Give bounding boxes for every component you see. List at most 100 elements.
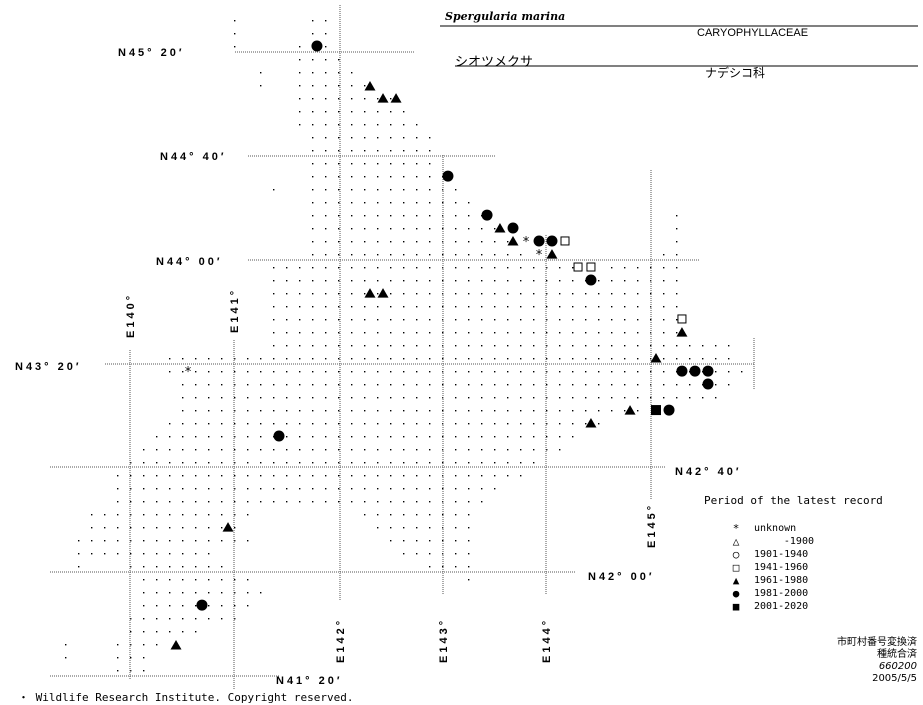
grid-dot [299,280,301,282]
grid-dot [715,384,717,386]
grid-dot [455,267,457,269]
lon-label-141: E141° [229,288,241,333]
grid-dot [156,605,158,607]
grid-dot [312,137,314,139]
grid-dot [364,358,366,360]
grid-dot [377,384,379,386]
grid-dot [377,449,379,451]
grid-dot [546,384,548,386]
grid-dot [208,540,210,542]
grid-dot [338,384,340,386]
grid-dot [520,358,522,360]
record-marker-1941-1960 [560,236,570,246]
record-marker-1981-2000 [481,209,493,221]
grid-dot [676,254,678,256]
grid-dot [494,436,496,438]
filled-triangle-icon: ▲ [732,574,740,587]
grid-dot [598,423,600,425]
grid-dot [299,111,301,113]
grid-dot [325,475,327,477]
grid-dot [156,631,158,633]
japanese-name: シオツメクサ [455,55,534,70]
grid-dot [507,254,509,256]
grid-dot [338,319,340,321]
grid-dot [455,462,457,464]
grid-dot [598,410,600,412]
grid-dot [247,397,249,399]
record-marker-1961-1980 [494,223,506,233]
grid-dot [195,423,197,425]
grid-dot [429,501,431,503]
grid-dot [234,397,236,399]
grid-dot [403,397,405,399]
grid-dot [312,72,314,74]
grid-dot [377,501,379,503]
grid-dot [468,514,470,516]
grid-dot [325,150,327,152]
grid-dot [273,384,275,386]
grid-dot [221,566,223,568]
grid-dot [598,293,600,295]
grid-dot [585,371,587,373]
grid-dot [663,267,665,269]
grid-dot [468,436,470,438]
grid-dot [559,436,561,438]
grid-dot [611,345,613,347]
grid-dot [156,566,158,568]
grid-dot [611,306,613,308]
grid-dot [585,306,587,308]
grid-dot [676,332,678,334]
grid-dot [221,514,223,516]
grid-dot [611,410,613,412]
grid-dot [455,397,457,399]
grid-dot [403,514,405,516]
grid-dot [403,150,405,152]
grid-dot [260,423,262,425]
grid-dot [390,280,392,282]
grid-dot [247,501,249,503]
grid-dot [481,280,483,282]
grid-dot [260,462,262,464]
grid-dot [273,462,275,464]
record-marker-1961-1980 [624,405,636,415]
grid-dot [429,189,431,191]
grid-dot [234,358,236,360]
grid-dot [364,202,366,204]
grid-dot [117,540,119,542]
grid-dot [546,371,548,373]
grid-dot [312,33,314,35]
grid-dot [520,267,522,269]
grid-dot [91,527,93,529]
grid-dot [234,423,236,425]
legend-item: ■2001-2020 [730,600,814,613]
grid-dot [312,254,314,256]
grid-dot [377,150,379,152]
grid-dot [325,202,327,204]
grid-dot [533,397,535,399]
grid-dot [481,267,483,269]
grid-dot [416,384,418,386]
grid-dot [260,371,262,373]
grid-dot [429,345,431,347]
grid-dot [325,124,327,126]
grid-dot [429,280,431,282]
grid-dot [455,228,457,230]
grid-dot [117,501,119,503]
grid-dot [520,462,522,464]
grid-dot [572,423,574,425]
grid-dot [78,566,80,568]
grid-dot [390,345,392,347]
grid-dot [455,332,457,334]
grid-dot [286,371,288,373]
grid-dot [481,241,483,243]
grid-dot [468,488,470,490]
grid-dot [130,657,132,659]
grid-dot [637,267,639,269]
grid-dot [468,462,470,464]
grid-dot [182,384,184,386]
lat-label-43-20: N43° 20′ [15,361,82,373]
grid-dot [143,579,145,581]
grid-dot [182,527,184,529]
grid-dot [143,475,145,477]
grid-dot [429,384,431,386]
